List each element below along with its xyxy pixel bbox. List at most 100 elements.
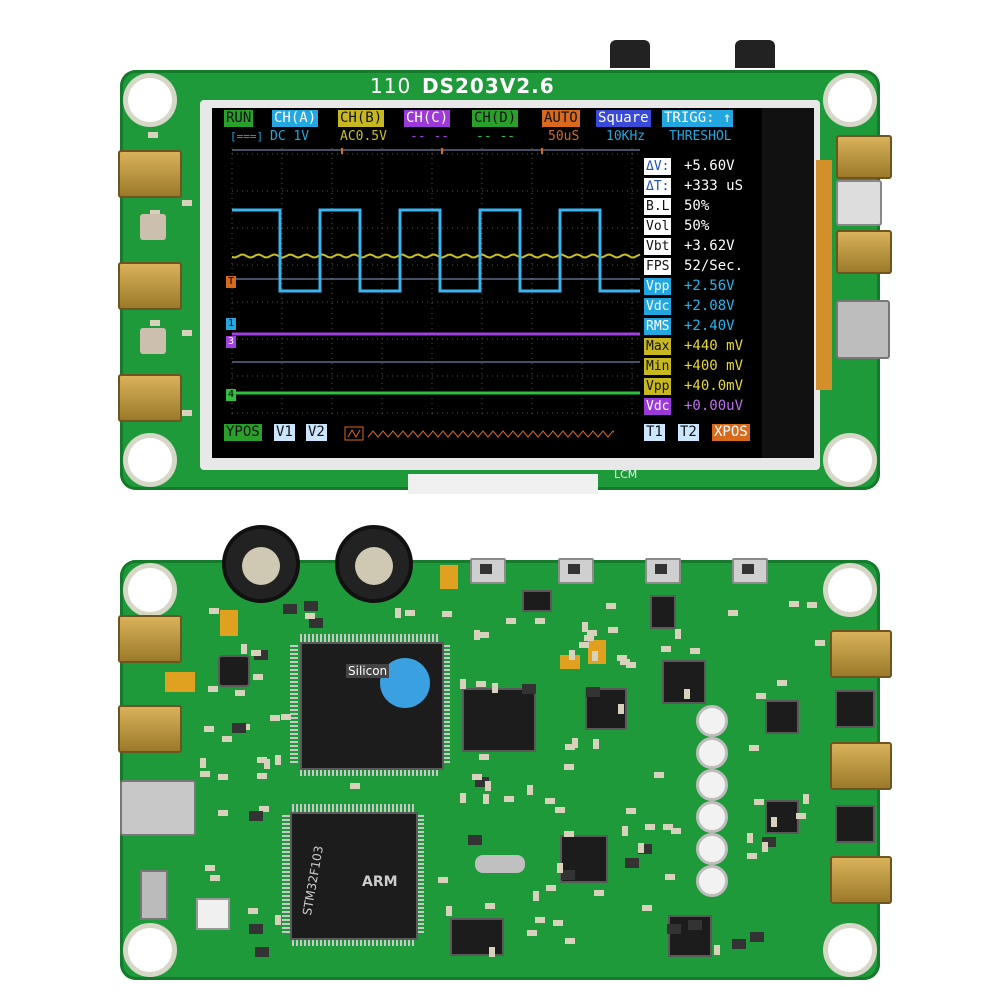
smd-part bbox=[256, 756, 267, 763]
smd-part bbox=[257, 773, 268, 780]
status-tab-2[interactable]: CH(B) bbox=[338, 110, 385, 127]
smd-part bbox=[637, 842, 644, 853]
measure-key-4: Vbt bbox=[644, 238, 672, 255]
smd-part bbox=[667, 923, 682, 934]
timeline-strip bbox=[344, 426, 614, 441]
smd-part bbox=[274, 755, 281, 766]
measure-value-12: +0.00uV bbox=[684, 398, 744, 414]
smd-part bbox=[565, 743, 576, 750]
smd-part bbox=[555, 806, 566, 813]
probe-connector-b[interactable] bbox=[118, 262, 182, 310]
smd-part bbox=[607, 626, 618, 633]
led-5 bbox=[696, 833, 728, 865]
smd-part bbox=[282, 604, 297, 615]
smd-part bbox=[571, 738, 578, 749]
smd-part bbox=[506, 618, 517, 625]
side-button[interactable] bbox=[836, 180, 882, 226]
ch-b-scale: AC0.5V bbox=[340, 129, 387, 144]
measure-key-5: FPS bbox=[644, 258, 672, 275]
smd-part bbox=[255, 946, 270, 957]
probe-connector-back-1[interactable] bbox=[118, 615, 182, 663]
status-tab-7[interactable]: TRIGG: ↑ bbox=[662, 110, 734, 127]
smd-part bbox=[460, 678, 467, 689]
smd-part bbox=[644, 823, 655, 830]
rotary-encoder-right[interactable] bbox=[335, 525, 413, 603]
rotary-encoder-left[interactable] bbox=[222, 525, 300, 603]
mount-hole bbox=[828, 438, 872, 482]
smd-part bbox=[204, 725, 215, 732]
smd-part bbox=[688, 920, 703, 931]
measure-key-8: RMS bbox=[644, 318, 672, 335]
status-tab-0[interactable]: RUN bbox=[224, 110, 254, 127]
mini-usb-port[interactable] bbox=[120, 780, 196, 836]
t2-button[interactable]: T2 bbox=[678, 424, 699, 441]
smd-part bbox=[479, 631, 490, 638]
power-switch[interactable] bbox=[140, 870, 168, 920]
status-tab-6[interactable]: Square bbox=[596, 110, 651, 127]
smd-part bbox=[749, 745, 760, 752]
probe-connector-back-2[interactable] bbox=[118, 705, 182, 753]
probe-connector-a[interactable] bbox=[118, 150, 182, 198]
connector-back-right-2[interactable] bbox=[830, 742, 892, 790]
probe-connector-c[interactable] bbox=[118, 374, 182, 422]
status-tab-4[interactable]: CH(D) bbox=[472, 110, 519, 127]
measure-value-3: 50% bbox=[684, 218, 710, 234]
smd-part bbox=[593, 890, 604, 897]
status-tab-1[interactable]: CH(A) bbox=[272, 110, 319, 127]
smd-part bbox=[491, 682, 498, 693]
connector-back-right-1[interactable] bbox=[830, 630, 892, 678]
v2-button[interactable]: V2 bbox=[306, 424, 327, 441]
ch-c-scale: -- -- bbox=[410, 129, 450, 144]
smd-part bbox=[280, 713, 291, 720]
inductor bbox=[218, 655, 250, 687]
smd-part bbox=[504, 796, 515, 803]
measure-key-1: ΔT: bbox=[644, 178, 672, 195]
v1-button[interactable]: V1 bbox=[274, 424, 295, 441]
smd-part bbox=[638, 844, 653, 855]
measure-key-0: ΔV: bbox=[644, 158, 672, 175]
smd-part bbox=[564, 764, 575, 771]
mount-hole bbox=[128, 928, 172, 972]
push-button-3[interactable] bbox=[645, 558, 681, 584]
board-mark: 110 bbox=[370, 74, 412, 98]
smd-part bbox=[563, 831, 574, 838]
status-tab-5[interactable]: AUTO bbox=[542, 110, 580, 127]
smd-part bbox=[304, 613, 315, 620]
board-title: DS203V2.6 bbox=[422, 74, 555, 98]
push-button-1[interactable] bbox=[470, 558, 506, 584]
smd-part bbox=[522, 683, 537, 694]
connector-right-mid[interactable] bbox=[836, 230, 892, 274]
smd-part bbox=[684, 689, 691, 700]
ic-adc bbox=[462, 688, 536, 752]
mount-hole bbox=[128, 568, 172, 612]
smd-part bbox=[770, 816, 777, 827]
smd-part bbox=[468, 834, 483, 845]
smd-part bbox=[303, 601, 318, 612]
push-button-2[interactable] bbox=[558, 558, 594, 584]
ic-small-11 bbox=[650, 595, 676, 629]
mount-hole bbox=[128, 438, 172, 482]
smd-part bbox=[441, 611, 452, 618]
fpga-brand: Silicon bbox=[346, 664, 390, 678]
smd-part bbox=[474, 777, 489, 788]
tantalum-cap-2 bbox=[165, 672, 195, 692]
connector-right-top[interactable] bbox=[836, 135, 892, 179]
smd-part bbox=[713, 944, 720, 955]
smd-part bbox=[622, 826, 629, 837]
smd-part bbox=[747, 833, 754, 844]
smd-part bbox=[269, 714, 280, 721]
t1-button[interactable]: T1 bbox=[644, 424, 665, 441]
ypos-button[interactable]: YPOS bbox=[224, 424, 262, 441]
smd-part bbox=[526, 784, 533, 795]
connector-back-right-3[interactable] bbox=[830, 856, 892, 904]
smd-part bbox=[592, 651, 599, 662]
component-c2 bbox=[140, 328, 166, 354]
usb-port[interactable] bbox=[836, 300, 890, 359]
trace-ch-a bbox=[232, 208, 640, 293]
push-button-4[interactable] bbox=[732, 558, 768, 584]
smd-part bbox=[264, 758, 270, 769]
smd-part bbox=[776, 680, 787, 687]
xpos-button[interactable]: XPOS bbox=[712, 424, 750, 441]
measure-key-9: Max bbox=[644, 338, 672, 355]
status-tab-3[interactable]: CH(C) bbox=[404, 110, 451, 127]
